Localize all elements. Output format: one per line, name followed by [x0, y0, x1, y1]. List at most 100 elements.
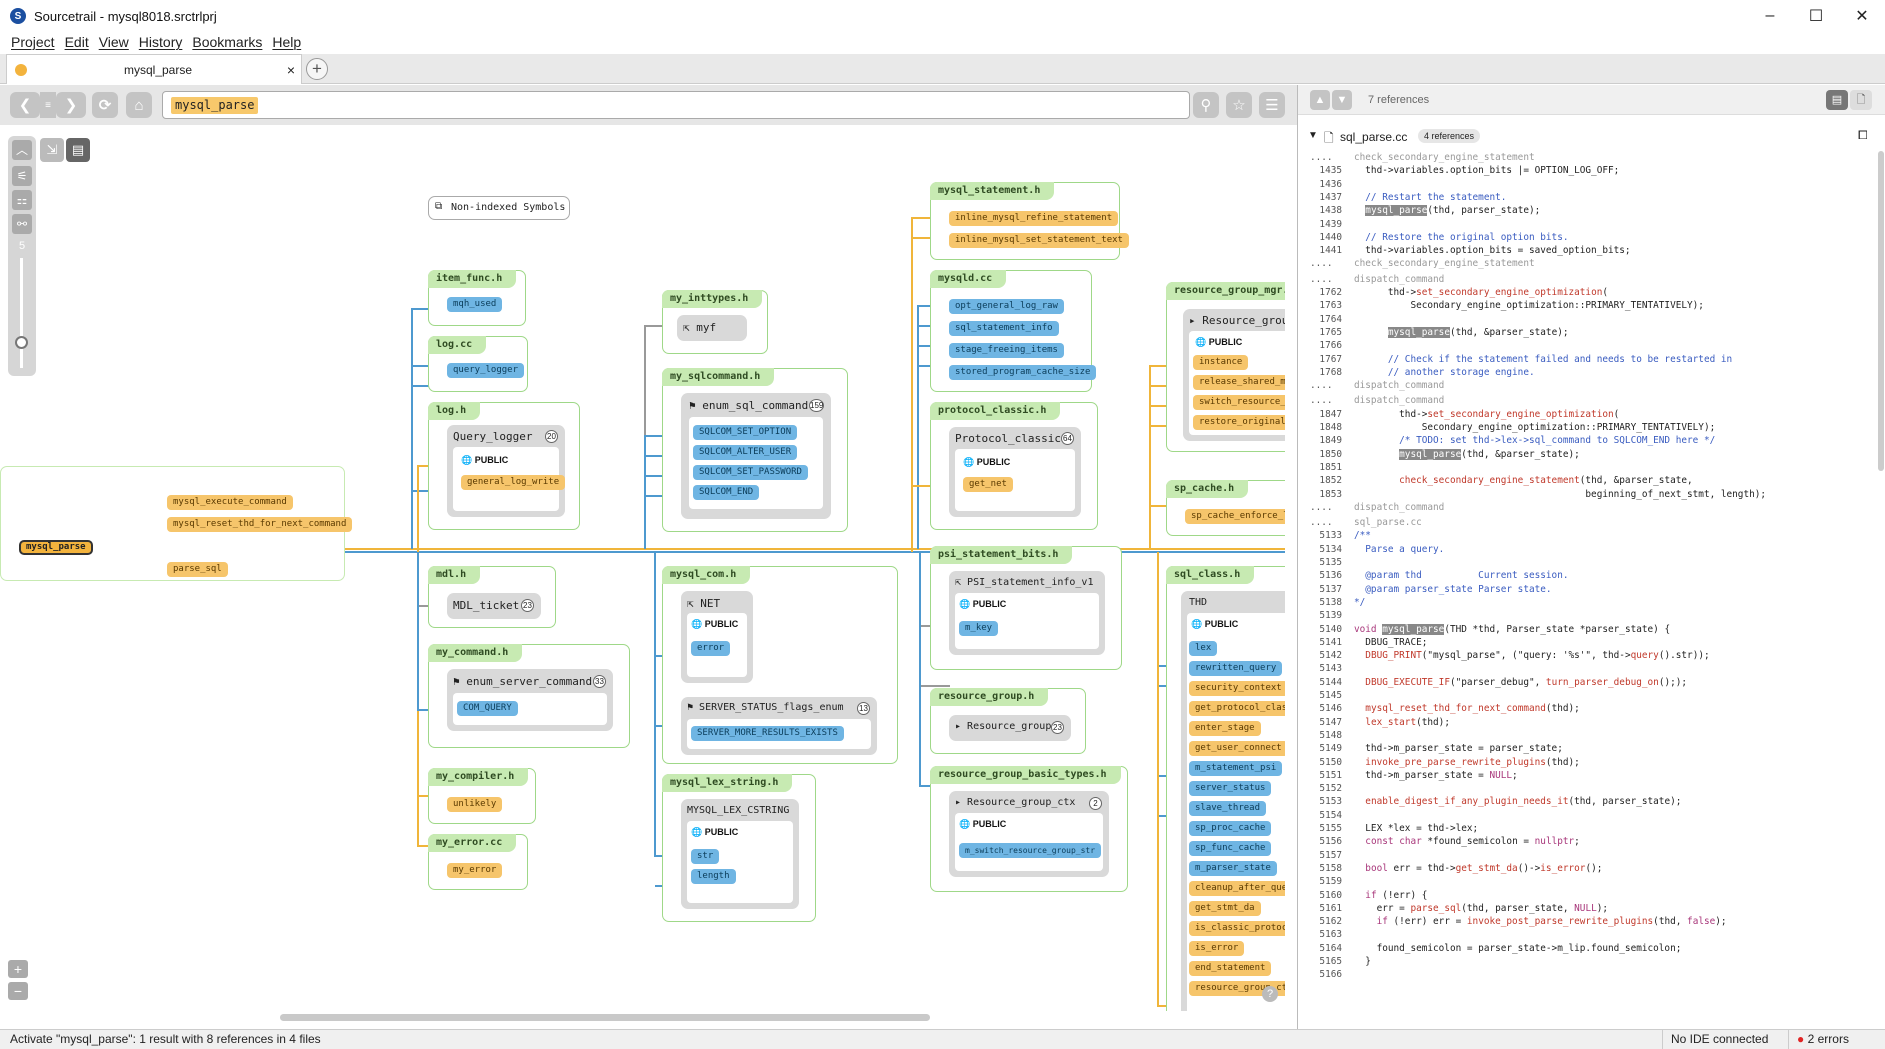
code-line[interactable]: 1853 beginning_of_next_stmt, length);	[1298, 488, 1766, 501]
tab-mysql-parse[interactable]: mysql_parse ×	[6, 54, 302, 84]
snippet-separator[interactable]: ....dispatch_command	[1310, 395, 1445, 407]
file-protocol-classic[interactable]: protocol_classic.h Protocol_classic 64 🌐…	[930, 402, 1098, 530]
code-line[interactable]: 5164 found_semicolon = parser_state->m_l…	[1298, 942, 1681, 955]
class-net[interactable]: ⇱ NET 🌐 PUBLIC error	[681, 591, 753, 683]
node-server-more-results-exists[interactable]: SERVER_MORE_RESULTS_EXISTS	[691, 726, 844, 741]
code-line[interactable]: 5161 err = parse_sql(thd, parser_state, …	[1298, 902, 1608, 915]
class-psi-statement-info[interactable]: ⇱ PSI_statement_info_v1 🌐 PUBLIC m_key	[949, 571, 1105, 655]
file-resource-group[interactable]: resource_group.h ▸ Resource_group 23	[930, 688, 1086, 754]
node-parse-sql[interactable]: parse_sql	[167, 562, 228, 577]
code-line[interactable]: 1436	[1298, 178, 1354, 191]
node-slave-thread[interactable]: slave_thread	[1189, 801, 1267, 816]
zoom-in-button[interactable]: +	[8, 960, 28, 978]
node-com-query[interactable]: COM_QUERY	[457, 701, 518, 716]
class-mysql-lex-cstring[interactable]: MYSQL_LEX_CSTRING 🌐 PUBLIC str length	[681, 799, 799, 909]
node-server-status[interactable]: server_status	[1189, 781, 1272, 796]
minimize-button[interactable]: –	[1765, 7, 1775, 24]
previous-reference-button[interactable]: ▲	[1310, 90, 1330, 110]
node-get-net[interactable]: get_net	[963, 477, 1013, 492]
node-sqlcom-set-password[interactable]: SQLCOM_SET_PASSWORD	[693, 465, 808, 480]
depth-slider-handle[interactable]	[15, 336, 28, 349]
node-sqlcom-end[interactable]: SQLCOM_END	[693, 485, 760, 500]
home-button[interactable]: ⌂	[126, 92, 152, 118]
custom-trail-button[interactable]: ⚏	[12, 190, 32, 210]
forward-button[interactable]: ❯	[56, 92, 86, 118]
maximize-file-icon[interactable]: ⧠	[1858, 128, 1868, 142]
menu-help[interactable]: Help	[272, 34, 302, 50]
code-line[interactable]: 5159	[1298, 875, 1354, 888]
node-lex[interactable]: lex	[1189, 641, 1218, 656]
enum-sql-command[interactable]: ⚑ enum_sql_command 159 SQLCOM_SET_OPTION…	[681, 393, 831, 519]
single-file-view-button[interactable]: 🗋	[1850, 90, 1872, 110]
code-line[interactable]: 1852 check_secondary_engine_statement(th…	[1298, 474, 1692, 487]
menu-edit[interactable]: Edit	[64, 34, 89, 50]
close-window-button[interactable]: ✕	[1855, 8, 1869, 25]
snippet-separator[interactable]: ....sql_parse.cc	[1310, 517, 1422, 529]
next-reference-button[interactable]: ▼	[1332, 90, 1352, 110]
node-switch-resource-g[interactable]: switch_resource_g	[1193, 395, 1285, 410]
node-error[interactable]: error	[691, 641, 731, 656]
code-line[interactable]: 5139	[1298, 609, 1354, 622]
code-line[interactable]: 1438 mysql_parse(thd, parser_state);	[1298, 204, 1540, 217]
code-line[interactable]: 1439	[1298, 218, 1354, 231]
graph-view[interactable]: ︿ ⚟ ⚏ ⚯ 5 ⇲ ▤ mysql_execute_command mysq…	[0, 126, 1285, 1011]
node-opt-general-log-raw[interactable]: opt_general_log_raw	[949, 299, 1064, 314]
selected-node-mysql-parse[interactable]: mysql_parse	[19, 540, 93, 555]
search-query-chip[interactable]: mysql_parse	[171, 97, 259, 114]
file-resource-group-mgr[interactable]: resource_group_mgr.h ▸ Resource_group_ 🌐…	[1166, 282, 1285, 452]
file-item-func[interactable]: item_func.h mqh_used	[428, 270, 526, 326]
code-line[interactable]: 5163	[1298, 928, 1354, 941]
search-input[interactable]: mysql_parse	[162, 91, 1190, 119]
node-sp-cache-enforce-limit[interactable]: sp_cache_enforce_lim	[1185, 509, 1285, 524]
code-line[interactable]: 5152	[1298, 782, 1354, 795]
code-line[interactable]: 5133/**	[1298, 529, 1371, 542]
code-line[interactable]: 1437 // Restart the statement.	[1298, 191, 1506, 204]
class-resource-group-ctx[interactable]: ▸ Resource_group_ctx 2 🌐 PUBLIC m_switch…	[949, 791, 1109, 877]
class-protocol-classic[interactable]: Protocol_classic 64 🌐 PUBLIC get_net	[949, 427, 1081, 517]
snippet-separator[interactable]: ....check_secondary_engine_statement	[1310, 152, 1535, 163]
code-line[interactable]: 1847 thd->set_secondary_engine_optimizat…	[1298, 408, 1619, 421]
file-mysql-lex-string[interactable]: mysql_lex_string.h MYSQL_LEX_CSTRING 🌐 P…	[662, 774, 816, 922]
node-restore-original[interactable]: restore_original_	[1193, 415, 1285, 430]
dependency-graph-button[interactable]: ⚯	[12, 214, 32, 234]
non-indexed-symbols[interactable]: ⧉ Non-indexed Symbols	[428, 196, 570, 220]
code-line[interactable]: 1763 Secondary_engine_optimization::PRIM…	[1298, 299, 1704, 312]
code-line[interactable]: 5134 Parse a query.	[1298, 543, 1444, 556]
file-my-command[interactable]: my_command.h ⚑ enum_server_command 33 CO…	[428, 644, 630, 748]
collapse-file-icon[interactable]: ▼	[1308, 130, 1318, 141]
menu-view[interactable]: View	[98, 34, 129, 50]
code-line[interactable]: 5157	[1298, 849, 1354, 862]
collapse-controls-button[interactable]: ︿	[12, 140, 32, 160]
node-m-statement-psi[interactable]: m_statement_psi	[1189, 761, 1283, 776]
add-tab-button[interactable]: +	[306, 58, 328, 80]
node-sql-statement-info[interactable]: sql_statement_info	[949, 321, 1059, 336]
node-inline-refine-statement[interactable]: inline_mysql_refine_statement	[949, 211, 1119, 226]
snippet-separator[interactable]: ....dispatch_command	[1310, 273, 1445, 285]
code-line[interactable]: 1768 // another storage engine.	[1298, 366, 1534, 379]
code-line[interactable]: 1849 /* TODO: set thd->lex->sql_command …	[1298, 434, 1715, 447]
file-log-cc[interactable]: log.cc query_logger	[428, 336, 528, 392]
node-rewritten-query[interactable]: rewritten_query	[1189, 661, 1283, 676]
code-line[interactable]: 5144 DBUG_EXECUTE_IF("parser_debug", tur…	[1298, 676, 1687, 689]
search-button[interactable]: ⚲	[1193, 92, 1219, 118]
class-query-logger[interactable]: Query_logger 20 🌐 PUBLIC general_log_wri…	[447, 425, 566, 517]
file-mysql-com[interactable]: mysql_com.h ⇱ NET 🌐 PUBLIC error ⚑ SERVE…	[662, 566, 898, 764]
code-line[interactable]: 5145	[1298, 689, 1354, 702]
node-stage-freeing-items[interactable]: stage_freeing_items	[949, 343, 1064, 358]
node-get-protocol-classic[interactable]: get_protocol_clas	[1189, 701, 1285, 716]
node-get-user-connect[interactable]: get_user_connect	[1189, 741, 1285, 756]
file-my-error[interactable]: my_error.cc my_error	[428, 834, 528, 890]
snippet-separator[interactable]: ....dispatch_command	[1310, 380, 1445, 392]
code-line[interactable]: 1848 Secondary_engine_optimization::PRIM…	[1298, 421, 1715, 434]
node-m-parser-state[interactable]: m_parser_state	[1189, 861, 1277, 876]
error-indicator[interactable]: ● 2 errors	[1788, 1030, 1849, 1049]
bookmark-manager-button[interactable]: ☰	[1259, 92, 1285, 118]
code-vertical-scrollbar[interactable]	[1878, 151, 1884, 471]
node-unlikely[interactable]: unlikely	[447, 797, 503, 812]
code-line[interactable]: 1435 thd->variables.option_bits |= OPTIO…	[1298, 164, 1619, 177]
node-mysql-reset-thd[interactable]: mysql_reset_thd_for_next_command	[167, 517, 353, 532]
maximize-button[interactable]: ☐	[1808, 8, 1824, 25]
ide-status[interactable]: No IDE connected	[1662, 1030, 1768, 1049]
code-line[interactable]: 1764	[1298, 313, 1354, 326]
menu-history[interactable]: History	[138, 34, 183, 50]
